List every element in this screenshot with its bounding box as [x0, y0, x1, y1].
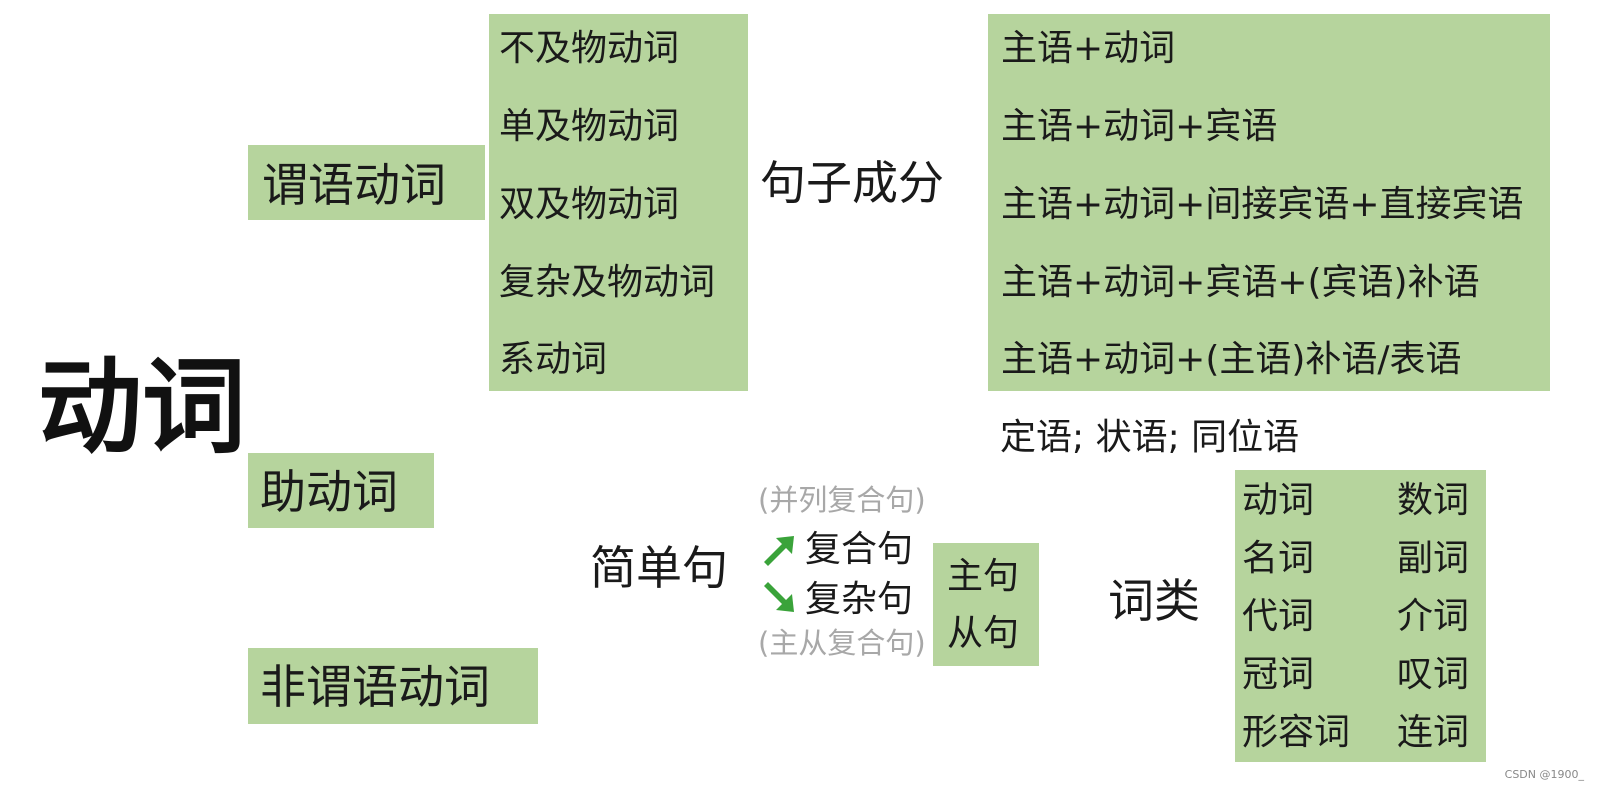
- list-item: 数词: [1397, 480, 1470, 521]
- non-predicate-verb-label: 非谓语动词: [260, 660, 490, 714]
- complex-sentence-label: 复杂句: [805, 579, 914, 620]
- list-item: 代词: [1242, 596, 1315, 637]
- list-item: 单及物动词: [499, 106, 680, 147]
- arrow-down-right-icon: [764, 582, 794, 612]
- list-item: 不及物动词: [499, 28, 680, 69]
- list-item: 主语+动词+宾语+(宾语)补语: [1001, 262, 1480, 303]
- list-item: 主语+动词+(主语)补语/表语: [1001, 339, 1462, 380]
- list-item: 名词: [1242, 538, 1315, 579]
- main-title: 动词: [38, 345, 247, 468]
- list-item: 主语+动词+宾语: [1001, 106, 1278, 147]
- predicate-verb-label: 谓语动词: [262, 158, 446, 212]
- predicate-kinds-box: 不及物动词 单及物动词 双及物动词 复杂及物动词 系动词: [489, 14, 748, 391]
- list-item: 介词: [1397, 596, 1470, 637]
- compound-sentence-note: (并列复合句): [758, 483, 926, 517]
- list-item: 主语+动词+间接宾语+直接宾语: [1001, 184, 1524, 225]
- arrow-up-right-icon: [764, 536, 794, 566]
- clauses-box: 主句 从句: [933, 543, 1039, 666]
- sentence-patterns-box: 主语+动词 主语+动词+宾语 主语+动词+间接宾语+直接宾语 主语+动词+宾语+…: [988, 14, 1550, 391]
- parts-of-speech-box: 动词 名词 代词 冠词 形容词 数词 副词 介词 叹词 连词: [1235, 470, 1486, 762]
- other-components-text: 定语; 状语; 同位语: [1000, 417, 1300, 458]
- list-item: 从句: [947, 613, 1020, 654]
- auxiliary-verb-box: 助动词: [248, 453, 434, 528]
- list-item: 副词: [1397, 538, 1470, 579]
- parts-of-speech-label: 词类: [1108, 574, 1200, 628]
- list-item: 形容词: [1242, 712, 1351, 753]
- watermark: CSDN @1900_: [1504, 768, 1584, 781]
- list-item: 叹词: [1397, 654, 1470, 695]
- list-item: 复杂及物动词: [499, 262, 716, 303]
- list-item: 主句: [947, 556, 1020, 597]
- list-item: 连词: [1397, 712, 1470, 753]
- list-item: 冠词: [1242, 654, 1315, 695]
- list-item: 动词: [1242, 480, 1315, 521]
- list-item: 系动词: [499, 339, 608, 380]
- complex-sentence-note: (主从复合句): [758, 626, 926, 660]
- predicate-verb-box: 谓语动词: [248, 145, 485, 220]
- sentence-components-label: 句子成分: [760, 156, 944, 210]
- compound-sentence-label: 复合句: [805, 529, 914, 570]
- list-item: 主语+动词: [1001, 28, 1176, 69]
- auxiliary-verb-label: 助动词: [260, 465, 398, 519]
- list-item: 双及物动词: [499, 184, 680, 225]
- simple-sentence-label: 简单句: [590, 541, 728, 595]
- non-predicate-verb-box: 非谓语动词: [248, 648, 538, 724]
